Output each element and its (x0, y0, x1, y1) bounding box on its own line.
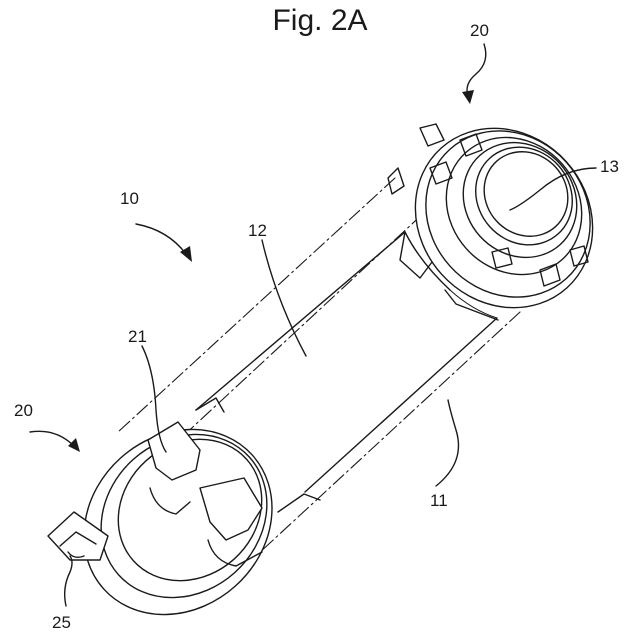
ref-label-11: 11 (430, 492, 448, 509)
ref-label-21: 21 (128, 328, 147, 345)
ref-label-12: 12 (248, 222, 267, 239)
ref-label-10: 10 (120, 190, 139, 207)
left-end-cap (46, 391, 320, 640)
ref-label-20-top: 20 (470, 22, 489, 39)
right-end-cap (379, 92, 630, 344)
ref-label-20-left: 20 (14, 402, 33, 419)
ref-label-13: 13 (600, 158, 619, 175)
ref-label-25: 25 (52, 614, 71, 631)
